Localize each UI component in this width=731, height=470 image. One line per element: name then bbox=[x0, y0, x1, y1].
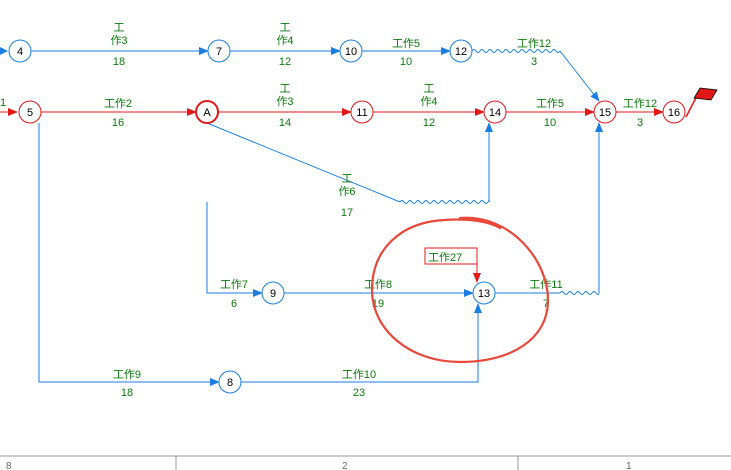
edge-name-12-15: 工作12 bbox=[517, 37, 551, 50]
edge-duration-A-11: 14 bbox=[279, 117, 291, 129]
timescale: 8 2 1 bbox=[0, 455, 731, 470]
edge-name-15-16: 工作12 bbox=[623, 97, 657, 110]
node-circle-16[interactable] bbox=[662, 100, 686, 124]
edge-name-A-14-part2: 作6 bbox=[338, 185, 355, 198]
scale-label-2: 2 bbox=[342, 461, 348, 470]
edge-5-8 bbox=[38, 123, 220, 386]
node-circle-5[interactable] bbox=[18, 100, 42, 124]
edge-name-4-7-part2: 作3 bbox=[110, 34, 127, 47]
node-circle-12[interactable] bbox=[449, 39, 473, 63]
node-16[interactable]: 16 bbox=[662, 100, 686, 124]
edge-duration-15-16: 3 bbox=[637, 117, 643, 129]
edges-layer bbox=[31, 47, 664, 386]
edge-duration-A-9: 6 bbox=[231, 298, 237, 310]
node-label-16: 16 bbox=[668, 107, 680, 119]
left-stub-arrow-4 bbox=[0, 47, 8, 55]
left-stub: 1 bbox=[0, 47, 18, 116]
callout: 工作27 bbox=[424, 247, 481, 283]
node-4[interactable]: 4 bbox=[8, 39, 32, 63]
edge-duration-13-15: 7 bbox=[543, 298, 549, 310]
node-13[interactable]: 13 bbox=[472, 281, 496, 305]
edge-name-7-10-part2: 作4 bbox=[276, 34, 293, 47]
node-circle-11[interactable] bbox=[350, 100, 374, 124]
node-circle-A[interactable] bbox=[195, 100, 219, 124]
node-label-13: 13 bbox=[478, 288, 490, 300]
node-circle-7[interactable] bbox=[207, 39, 231, 63]
node-11[interactable]: 11 bbox=[350, 100, 374, 124]
node-14[interactable]: 14 bbox=[483, 100, 507, 124]
node-5[interactable]: 5 bbox=[18, 100, 42, 124]
edge-name-9-13: 工作8 bbox=[364, 278, 392, 291]
edge-name-11-14-part1: 工 bbox=[424, 83, 435, 95]
edge-duration-5-8: 18 bbox=[121, 387, 133, 399]
edge-name-A-14-part1: 工 bbox=[342, 173, 353, 185]
node-10[interactable]: 10 bbox=[339, 39, 363, 63]
node-label-14: 14 bbox=[489, 107, 501, 119]
left-stub-label: 1 bbox=[0, 97, 6, 109]
node-circle-13[interactable] bbox=[472, 281, 496, 305]
edge-A-14 bbox=[206, 122, 493, 204]
node-15[interactable]: 15 bbox=[593, 100, 617, 124]
node-8[interactable]: 8 bbox=[218, 370, 242, 394]
node-circle-10[interactable] bbox=[339, 39, 363, 63]
node-label-A: A bbox=[203, 107, 211, 119]
node-label-15: 15 bbox=[599, 107, 611, 119]
edge-name-A-11-part1: 工 bbox=[280, 83, 291, 95]
edge-duration-11-14: 12 bbox=[423, 117, 435, 129]
node-circle-9[interactable] bbox=[261, 281, 285, 305]
edge-duration-4-7: 18 bbox=[113, 56, 125, 68]
node-label-5: 5 bbox=[27, 107, 33, 119]
node-circle-4[interactable] bbox=[8, 39, 32, 63]
edge-duration-7-10: 12 bbox=[279, 56, 291, 68]
edge-name-11-14-part2: 作4 bbox=[420, 95, 437, 108]
annotation-circle bbox=[370, 216, 550, 364]
scale-label-3: 1 bbox=[626, 461, 632, 470]
edge-duration-8-13: 23 bbox=[353, 387, 365, 399]
edge-13-15 bbox=[495, 122, 603, 295]
edge-labels-layer: 工作318工作412工作510工作123工作216工作314工作412工作510… bbox=[104, 22, 657, 399]
node-label-8: 8 bbox=[227, 377, 233, 389]
node-label-11: 11 bbox=[356, 107, 367, 119]
node-label-10: 10 bbox=[345, 46, 357, 58]
node-label-4: 4 bbox=[17, 46, 23, 58]
edge-duration-A-14: 17 bbox=[341, 207, 353, 219]
edge-name-5-8: 工作9 bbox=[113, 368, 141, 381]
edge-name-A-9: 工作7 bbox=[220, 278, 248, 291]
node-7[interactable]: 7 bbox=[207, 39, 231, 63]
node-circle-14[interactable] bbox=[483, 100, 507, 124]
edge-8-13 bbox=[241, 303, 482, 383]
node-label-12: 12 bbox=[455, 46, 467, 58]
edge-name-5-A: 工作2 bbox=[104, 97, 132, 110]
scale-label-1: 8 bbox=[6, 461, 12, 470]
edge-name-A-11-part2: 作3 bbox=[276, 95, 293, 108]
edge-duration-5-A: 16 bbox=[112, 117, 124, 129]
edge-duration-10-12: 10 bbox=[400, 56, 412, 68]
edge-12-15 bbox=[471, 49, 600, 102]
callout-box bbox=[424, 247, 478, 265]
node-circle-15[interactable] bbox=[593, 100, 617, 124]
node-A[interactable]: A bbox=[195, 100, 219, 124]
node-12[interactable]: 12 bbox=[449, 39, 473, 63]
finish-flag-icon bbox=[685, 87, 718, 118]
node-label-7: 7 bbox=[216, 46, 222, 58]
edge-duration-14-15: 10 bbox=[544, 117, 556, 129]
edge-duration-12-15: 3 bbox=[531, 56, 537, 68]
edge-A-9 bbox=[206, 202, 263, 297]
edge-name-14-15: 工作5 bbox=[536, 97, 564, 110]
node-label-9: 9 bbox=[270, 288, 276, 300]
nodes-layer: 4 7 10 12 5 A 11 14 15 16 9 13 8 bbox=[8, 39, 686, 394]
edge-name-4-7-part1: 工 bbox=[114, 22, 125, 34]
edge-name-10-12: 工作5 bbox=[392, 37, 420, 50]
node-9[interactable]: 9 bbox=[261, 281, 285, 305]
node-circle-8[interactable] bbox=[218, 370, 242, 394]
edge-name-7-10-part1: 工 bbox=[280, 22, 291, 34]
callout-text: 工作27 bbox=[428, 251, 462, 264]
edge-name-8-13: 工作10 bbox=[342, 368, 376, 381]
